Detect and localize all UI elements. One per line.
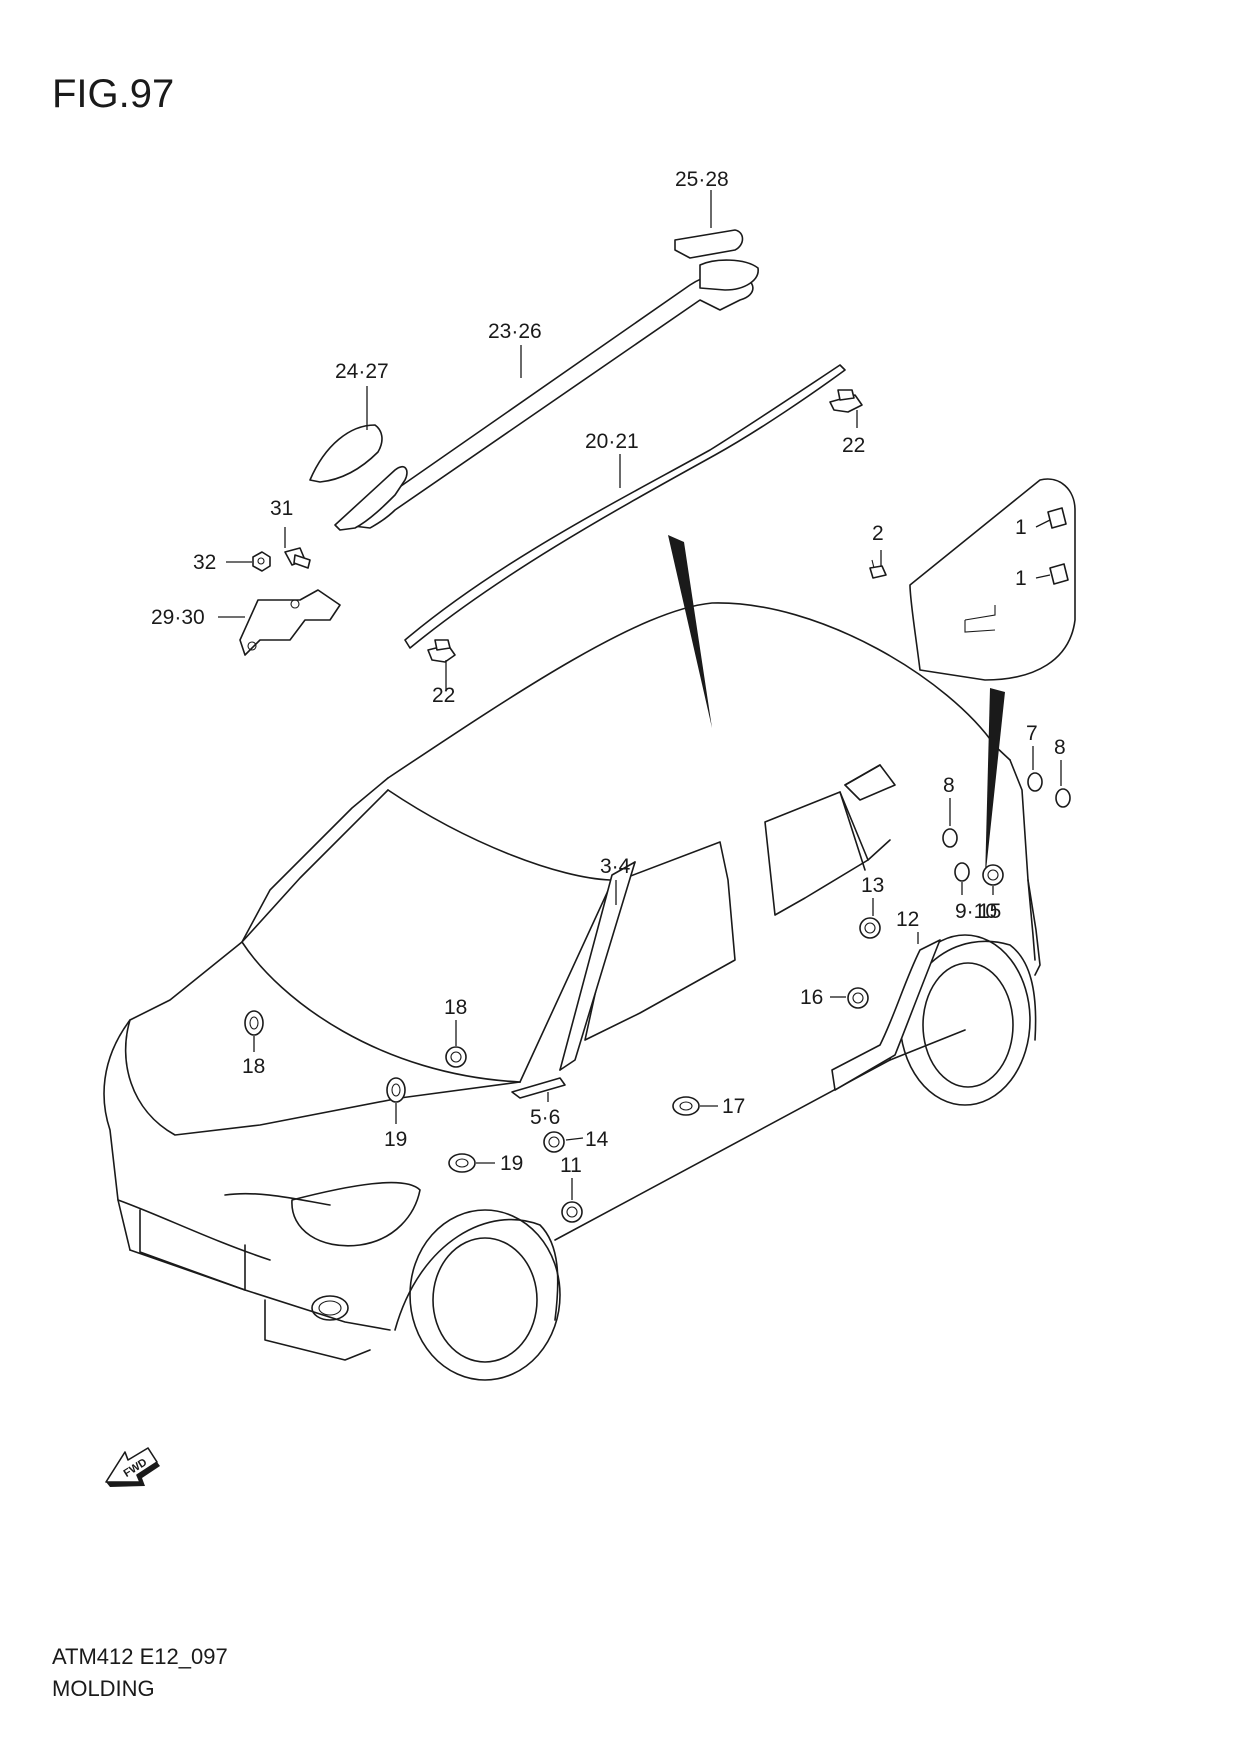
molding-clip-lower [1049,563,1069,585]
figure-code: ATM412 E12_097 [52,1644,228,1669]
rail-bracket [239,589,341,656]
grommet-17 [445,1046,467,1068]
callout-1-upper: 1 [1015,516,1027,539]
roof-rail [334,259,759,531]
cowl-end-cap [511,1077,566,1099]
callout-24-27: 24·27 [335,360,389,383]
callout-15: 16 [800,986,823,1009]
grommet-11 [561,1201,583,1223]
pointer-quarter [985,688,1005,880]
callout-14: 15 [978,900,1001,923]
plug-7a [1027,772,1043,792]
callout-8-upper: 8 [943,774,955,797]
car-body-outline [103,602,1041,1381]
grommet-18a [244,1010,264,1036]
front-pillar-molding [559,861,636,1071]
callout-12: 13 [861,874,884,897]
grommet-16 [672,1096,700,1116]
fwd-arrow-icon: FWD [105,1447,160,1487]
plug-8b [954,862,970,882]
callout-29-30: 29·30 [151,606,205,629]
plug-7b [1055,788,1071,808]
grommet-15 [847,987,869,1009]
plug-8a [942,828,958,848]
leader-lines [218,190,1062,1200]
rail-end-cap-rear [674,229,744,259]
grommet-14 [982,864,1004,886]
callout-3-4: 3·4 [600,855,631,878]
grommet-18b [386,1077,406,1103]
callout-18-right: 19 [384,1128,407,1151]
callout-8-lower: 9·10 [955,900,997,923]
grommet-19 [448,1153,476,1173]
callout-11: 11 [560,1154,582,1177]
molding-clip-rear [829,389,863,413]
molding-clip-front [427,639,456,663]
callout-22-rear: 22 [842,434,865,457]
callout-19: 19 [500,1152,523,1175]
callout-20-21: 20·21 [585,430,639,453]
callout-16: 17 [722,1095,745,1118]
figure-title: FIG.97 [52,72,175,116]
rail-bolt [284,547,311,569]
callout-labels: 25·28 23·26 24·27 20·21 22 22 31 32 29·3… [151,168,1066,1177]
figure-name: MOLDING [52,1676,155,1701]
callout-22-front: 22 [432,684,455,707]
callout-25-28: 25·28 [675,168,729,191]
callout-23-26: 23·26 [488,320,542,343]
pointer-roof [668,535,712,728]
grommet-12 [859,917,881,939]
molding-clip-upper [1047,507,1067,529]
callout-32: 32 [193,551,216,574]
rail-nut [252,551,271,572]
callout-31: 31 [270,497,293,520]
small-clip [869,559,887,579]
callout-7-left: 7 [1026,722,1038,745]
grommet-13 [543,1131,565,1153]
callout-9-10: 12 [896,908,919,931]
callout-2: 2 [872,522,884,545]
callout-13: 14 [585,1128,609,1151]
callout-7-right: 8 [1054,736,1066,759]
rail-end-cap-front [309,424,383,483]
callout-1-lower: 1 [1015,567,1027,590]
callout-5-6: 5·6 [530,1106,560,1129]
roof-drip-molding [404,364,846,649]
callout-18-left: 18 [242,1055,265,1078]
quarter-window-molding [909,478,1076,681]
callout-17: 18 [444,996,467,1019]
